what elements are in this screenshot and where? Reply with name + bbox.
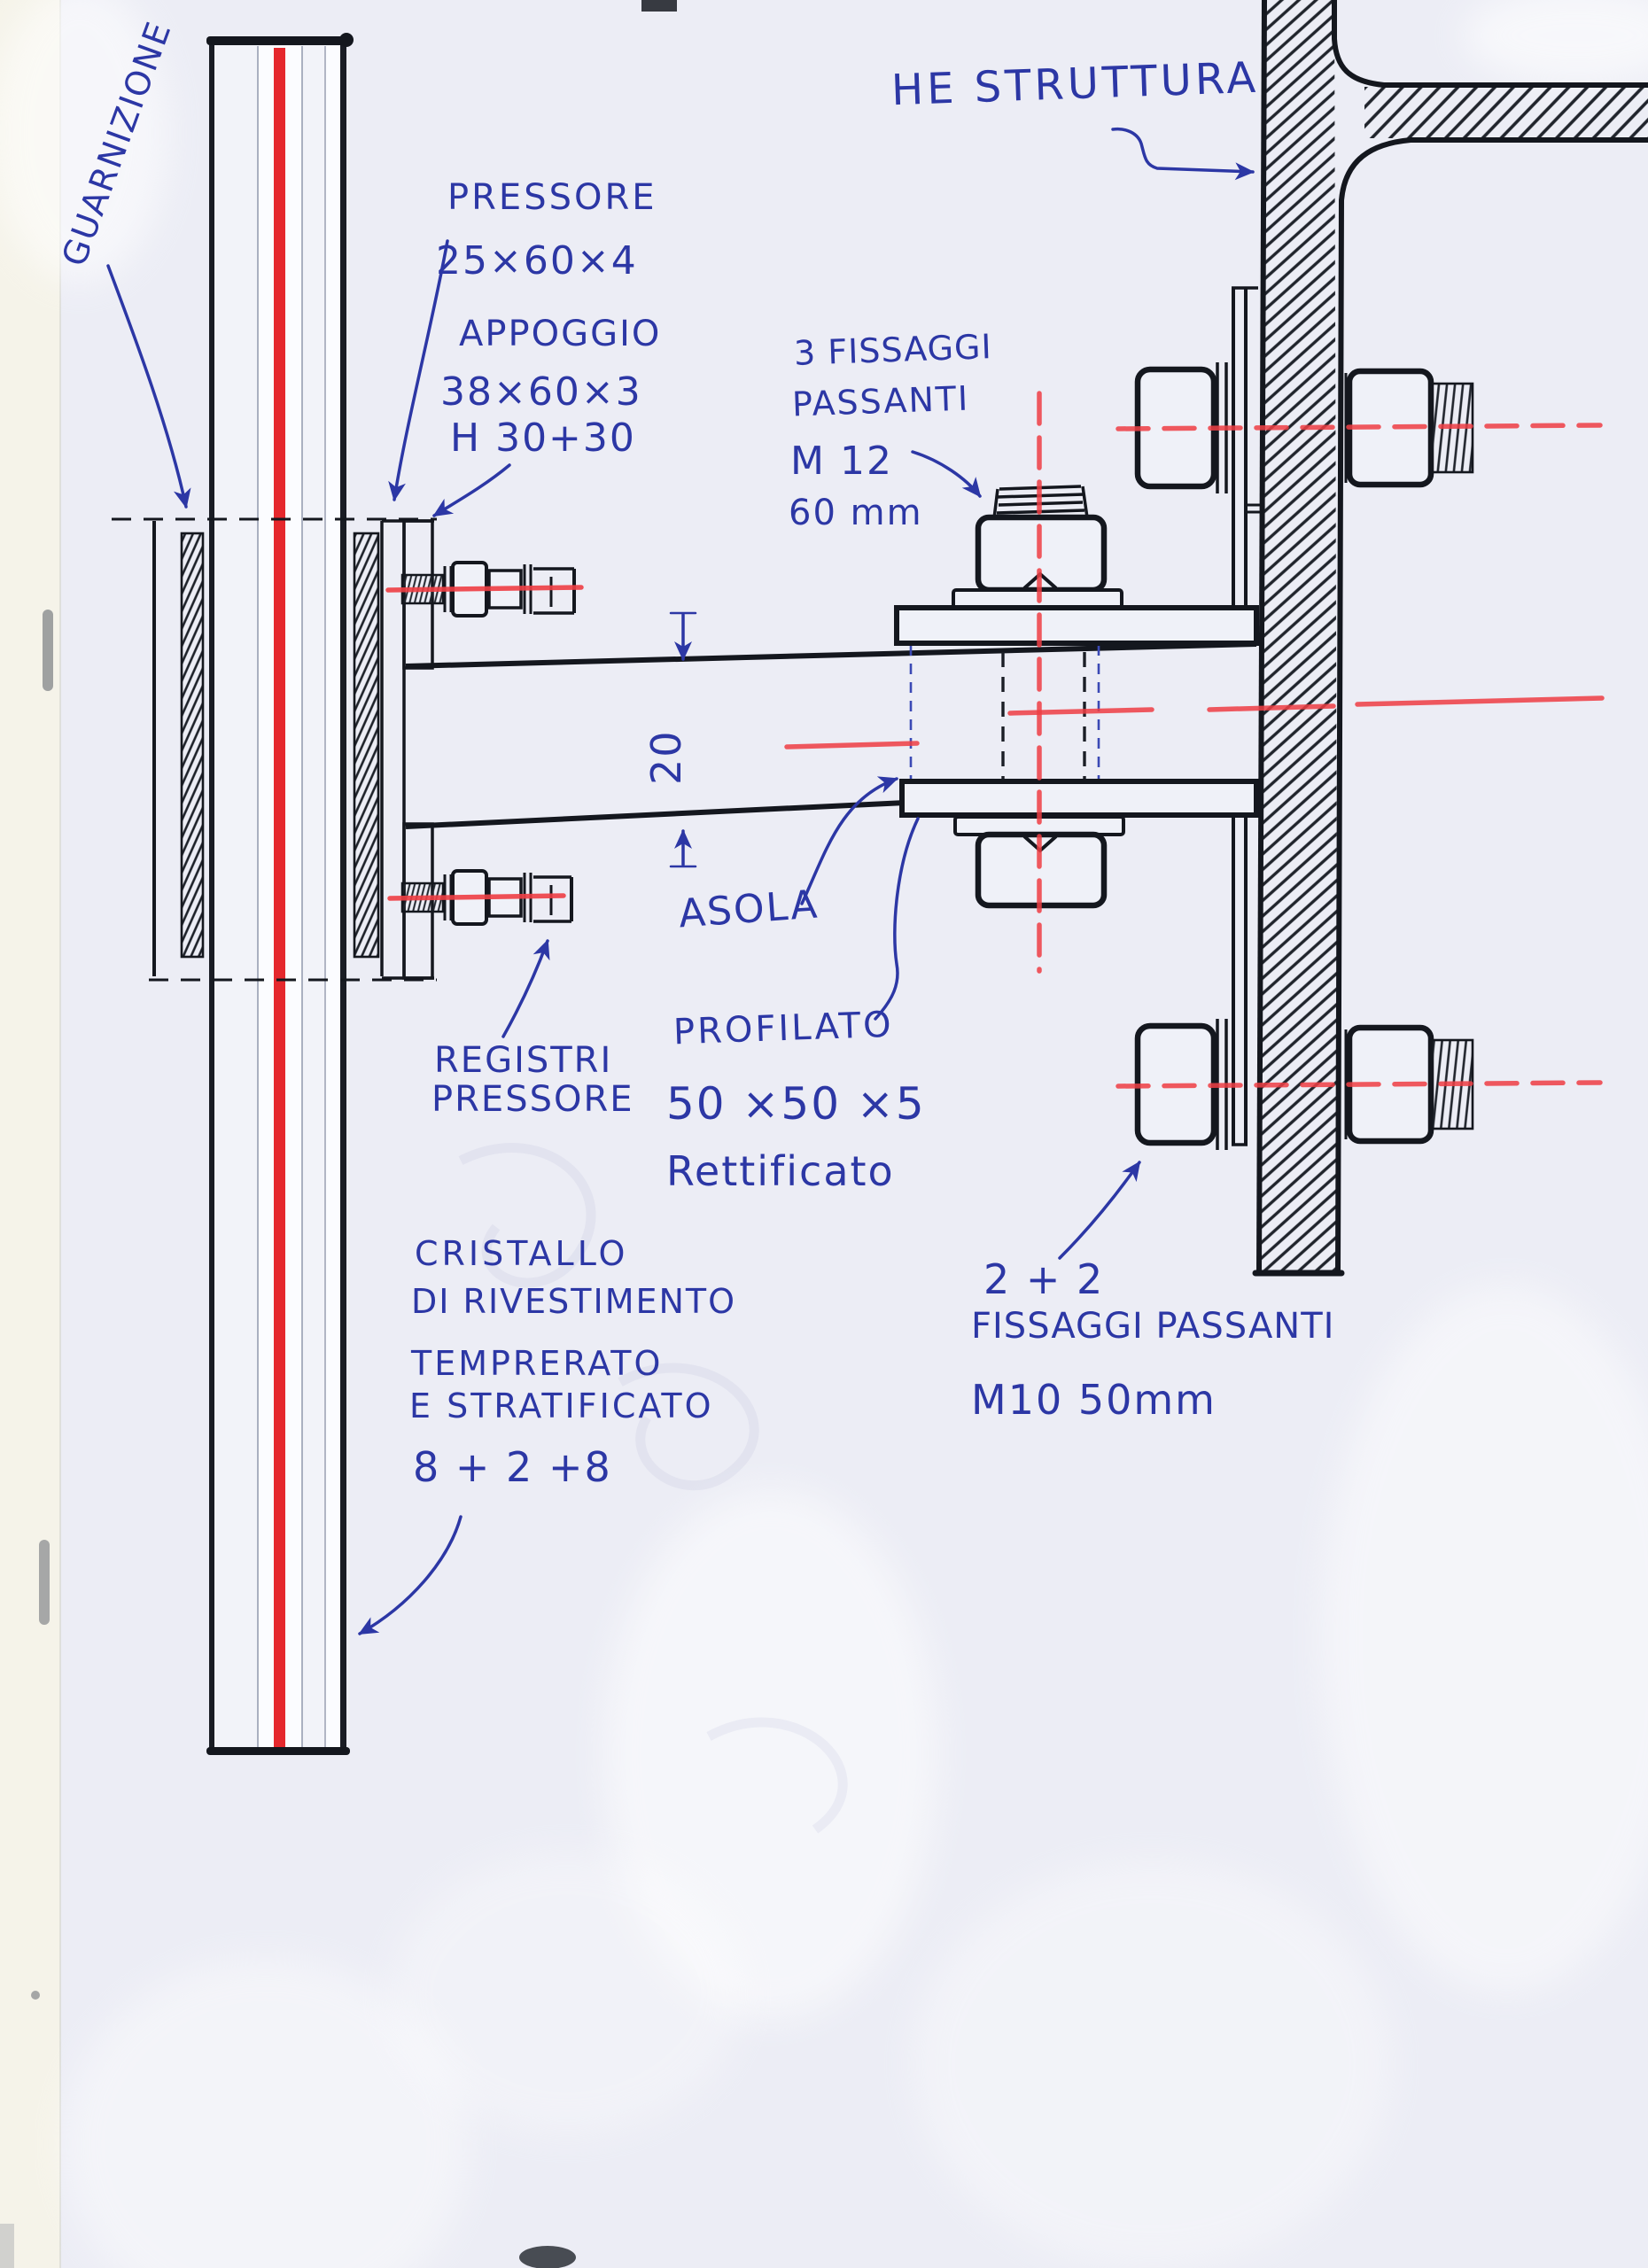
angle-plate-top (894, 605, 1259, 646)
central-m12-fixing (894, 286, 1260, 1146)
label-fissaggi-m12-length: 60 mm (789, 493, 923, 533)
label-fissaggi-m12-line2: PASSANTI (791, 378, 970, 424)
glass-top-edge (206, 36, 350, 45)
gasket-left (180, 532, 205, 959)
label-profilato-finish: Rettificato (666, 1147, 895, 1195)
glass-interlayer-red-line (274, 48, 285, 1747)
label-pressore-size: 25×60×4 (436, 238, 638, 284)
glass-panel (206, 33, 354, 1755)
label-fissaggi-m12-line1: 3 FISSAGGI (793, 327, 993, 373)
axis-bolt-bottom (1116, 1080, 1603, 1089)
label-cristallo-line1: CRISTALLO (415, 1234, 629, 1273)
label-cristallo-line5: 8 + 2 +8 (413, 1443, 612, 1491)
label-fissaggi-m10-line2: FISSAGGI PASSANTI (971, 1306, 1335, 1347)
arrow-asola (800, 776, 898, 905)
arrow-appoggio (432, 463, 511, 517)
label-cristallo-line4: E STRATIFICATO (409, 1386, 714, 1425)
label-fissaggi-m12-diameter: M 12 (790, 439, 893, 484)
arrow-he-struttura (1111, 127, 1255, 181)
label-he-struttura: HE STRUTTURA (890, 52, 1260, 116)
label-profilato-name: PROFILATO (672, 1004, 895, 1053)
label-dimension-20: 20 (642, 729, 690, 785)
label-registri-line2: PRESSORE (431, 1079, 634, 1120)
label-asola: ASOLA (677, 882, 820, 937)
leader-profilato (874, 817, 920, 1021)
arrow-m10 (1058, 1161, 1141, 1260)
arrow-cristallo (358, 1515, 463, 1635)
label-cristallo-line2: DI RIVESTIMENTO (411, 1282, 737, 1321)
left-margin-strip (0, 0, 60, 2268)
angle-plate-bottom (899, 779, 1259, 818)
label-profilato-size: 50 ×50 ×5 (666, 1078, 926, 1130)
axis-bolt-top (1116, 423, 1603, 431)
glass-bottom-edge (206, 1747, 350, 1755)
clamp-construction-lines (112, 517, 437, 982)
label-cristallo-line3: TEMPRERATO (411, 1344, 664, 1383)
arrow-registri (501, 939, 550, 1038)
paper-showthrough-marks (458, 1143, 848, 1834)
annotation-arrows (106, 127, 1255, 1635)
flange-bolt-bottom (1134, 1019, 1474, 1150)
gasket-right (353, 532, 380, 959)
red-centerlines (385, 391, 1605, 1089)
arrow-pressore (388, 239, 449, 501)
scan-smudges (0, 0, 677, 2268)
arrow-guarnizione (106, 264, 191, 509)
label-appoggio-height: H 30+30 (450, 416, 636, 461)
label-registri-line1: REGISTRI (434, 1040, 613, 1081)
he-web-hatch (1364, 87, 1648, 138)
he-column (1252, 0, 1648, 1277)
arrow-m12 (911, 450, 982, 498)
label-fissaggi-m10-spec: M10 50mm (971, 1376, 1217, 1424)
label-fissaggi-m10-qty: 2 + 2 (983, 1255, 1105, 1303)
label-appoggio-name: APPOGGIO (459, 314, 662, 354)
label-appoggio-size: 38×60×3 (440, 369, 642, 415)
he-flange-hatch (1259, 0, 1338, 1273)
label-pressore-name: PRESSORE (447, 177, 657, 218)
glass-clamp-assembly (152, 519, 434, 980)
